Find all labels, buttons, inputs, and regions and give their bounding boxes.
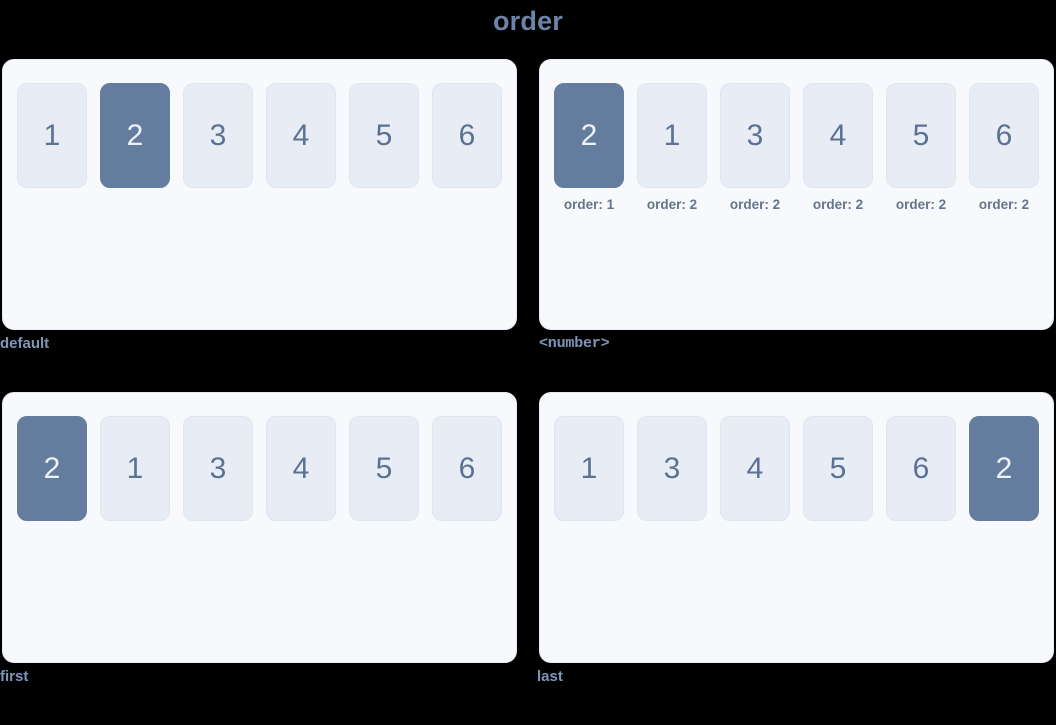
- flex-item[interactable]: 3: [183, 416, 253, 521]
- flex-item-wrapper: 1: [100, 416, 170, 521]
- flex-item[interactable]: 4: [803, 83, 873, 188]
- order-value-label: order: 1: [563, 197, 615, 212]
- flex-item[interactable]: 4: [720, 416, 790, 521]
- order-value-label: order: 2: [646, 197, 698, 212]
- order-value-label: order: 2: [978, 197, 1030, 212]
- flex-item-wrapper: 2: [100, 83, 170, 188]
- flex-item[interactable]: 6: [969, 83, 1039, 188]
- flex-item-wrapper: 3: [183, 416, 253, 521]
- flex-item[interactable]: 4: [266, 416, 336, 521]
- flex-item-wrapper: 4: [266, 83, 336, 188]
- flex-item-wrapper: 1: [554, 416, 624, 521]
- flex-item-wrapper: 2: [17, 416, 87, 521]
- flex-item-wrapper: 5: [803, 416, 873, 521]
- flex-item-highlighted[interactable]: 2: [969, 416, 1039, 521]
- panel-caption: last: [537, 668, 563, 685]
- flex-item-wrapper: 6 order: 2: [969, 83, 1039, 212]
- flex-item[interactable]: 3: [720, 83, 790, 188]
- flex-item[interactable]: 6: [432, 83, 502, 188]
- page-title: order: [492, 6, 564, 36]
- order-value-label: order: 2: [895, 197, 947, 212]
- flex-item[interactable]: 1: [637, 83, 707, 188]
- flex-item[interactable]: 5: [803, 416, 873, 521]
- flex-item-wrapper: 2: [969, 416, 1039, 521]
- flex-item[interactable]: 3: [637, 416, 707, 521]
- flex-item-wrapper: 1: [17, 83, 87, 188]
- panel-caption: <number>: [539, 335, 610, 352]
- panel-caption: default: [0, 335, 50, 352]
- flex-item-wrapper: 3: [183, 83, 253, 188]
- flex-item-wrapper: 1 order: 2: [637, 83, 707, 212]
- flex-item-wrapper: 6: [432, 83, 502, 188]
- flex-item[interactable]: 6: [432, 416, 502, 521]
- flex-item[interactable]: 5: [349, 83, 419, 188]
- panel-caption: first: [0, 668, 29, 685]
- order-value-label: order: 2: [812, 197, 864, 212]
- flex-item[interactable]: 5: [349, 416, 419, 521]
- flex-item-wrapper: 3 order: 2: [720, 83, 790, 212]
- flex-item-wrapper: 4: [720, 416, 790, 521]
- flex-item-wrapper: 4 order: 2: [803, 83, 873, 212]
- flex-item[interactable]: 4: [266, 83, 336, 188]
- order-value-label: order: 2: [729, 197, 781, 212]
- flex-item-highlighted[interactable]: 2: [100, 83, 170, 188]
- flex-item-wrapper: 5 order: 2: [886, 83, 956, 212]
- flex-row: 2 order: 1 1 order: 2 3 order: 2 4 order: 2 5 ord…: [554, 83, 1053, 212]
- flex-item[interactable]: 3: [183, 83, 253, 188]
- flex-item-wrapper: 2 order: 1: [554, 83, 624, 212]
- flex-item-highlighted[interactable]: 2: [17, 416, 87, 521]
- flex-item-highlighted[interactable]: 2: [554, 83, 624, 188]
- panel-cell: 2 order: 1 1 order: 2 3 order: 2 4 order: 2 5 ord…: [539, 59, 1054, 370]
- flex-item[interactable]: 1: [17, 83, 87, 188]
- flex-item[interactable]: 1: [554, 416, 624, 521]
- flex-item-wrapper: 3: [637, 416, 707, 521]
- flex-item[interactable]: 5: [886, 83, 956, 188]
- flex-item[interactable]: 6: [886, 416, 956, 521]
- flex-item[interactable]: 1: [100, 416, 170, 521]
- flex-item-wrapper: 5: [349, 83, 419, 188]
- flex-item-wrapper: 4: [266, 416, 336, 521]
- flex-item-wrapper: 6: [886, 416, 956, 521]
- flex-item-wrapper: 5: [349, 416, 419, 521]
- flex-item-wrapper: 6: [432, 416, 502, 521]
- flex-container-panel: 2 order: 1 1 order: 2 3 order: 2 4 order: 2 5 ord…: [539, 59, 1054, 330]
